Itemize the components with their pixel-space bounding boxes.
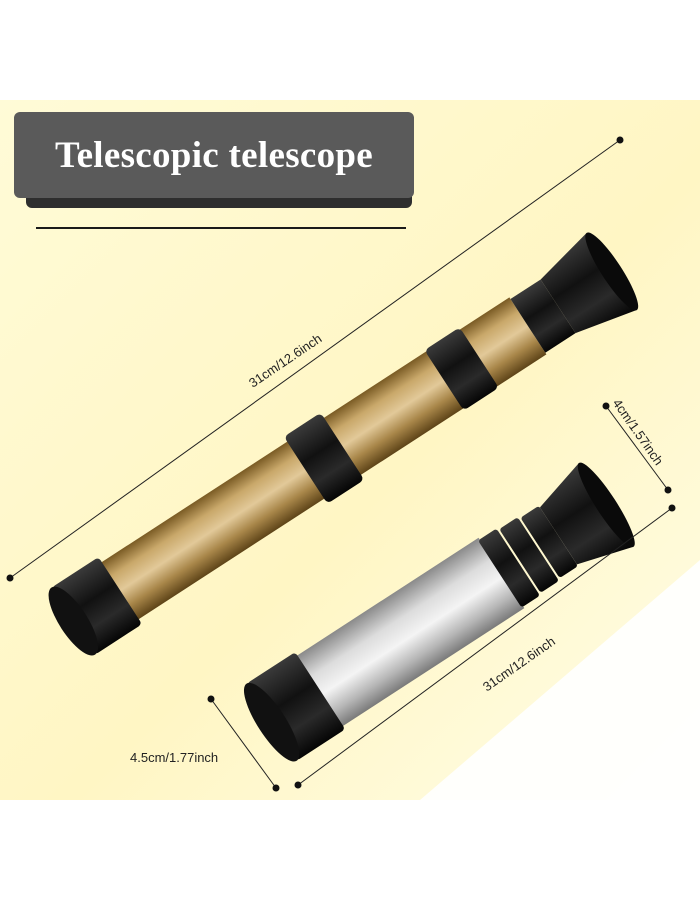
silver-tube-main <box>285 537 525 734</box>
gold-eyepiece-rim <box>585 232 639 311</box>
gold-eyepiece-cup <box>540 232 637 334</box>
silver-ring-2 <box>500 518 558 592</box>
gold-joint-ring-2 <box>426 329 497 409</box>
gold-length-line <box>9 139 621 579</box>
objective-diameter-label: 4.5cm/1.77inch <box>130 750 219 765</box>
gold-length-dimension <box>6 136 624 582</box>
silver-eyepiece-rim <box>577 462 635 548</box>
silver-ring-1 <box>479 529 539 607</box>
objective-diameter-endpoint-end <box>272 784 280 792</box>
gold-objective-lens <box>48 586 99 656</box>
title-banner-box: Telescopic telescope <box>14 112 414 198</box>
eyepiece-diameter-endpoint-start <box>602 402 610 410</box>
objective-diameter-line <box>210 698 277 789</box>
silver-objective-cap <box>248 653 344 760</box>
eyepiece-diameter-line <box>605 405 669 491</box>
silver-eyepiece-cup <box>539 462 634 565</box>
title-underline <box>36 227 406 229</box>
objective-diameter-dimension <box>207 695 280 792</box>
silver-length-line <box>297 507 673 786</box>
gold-length-endpoint-end <box>616 136 624 144</box>
page-title: Telescopic telescope <box>54 134 374 176</box>
gold-joint-ring-1 <box>285 414 363 502</box>
gold-telescope <box>48 232 639 656</box>
silver-telescope <box>243 462 635 762</box>
gold-objective-cap <box>53 558 141 654</box>
gold-eyepiece-neck <box>510 279 576 353</box>
light-corner <box>420 560 700 800</box>
silver-ring-3 <box>521 506 577 577</box>
gold-length-endpoint-start <box>6 574 14 582</box>
silver-length-dimension <box>294 504 676 789</box>
eyepiece-diameter-endpoint-end <box>664 486 672 494</box>
silver-objective-lens <box>243 682 300 762</box>
silver-length-endpoint-end <box>668 504 676 512</box>
silver-length-endpoint-start <box>294 781 302 789</box>
objective-diameter-endpoint-start <box>207 695 215 703</box>
eyepiece-diameter-dimension <box>602 402 672 494</box>
title-banner: Telescopic telescope <box>14 112 416 208</box>
